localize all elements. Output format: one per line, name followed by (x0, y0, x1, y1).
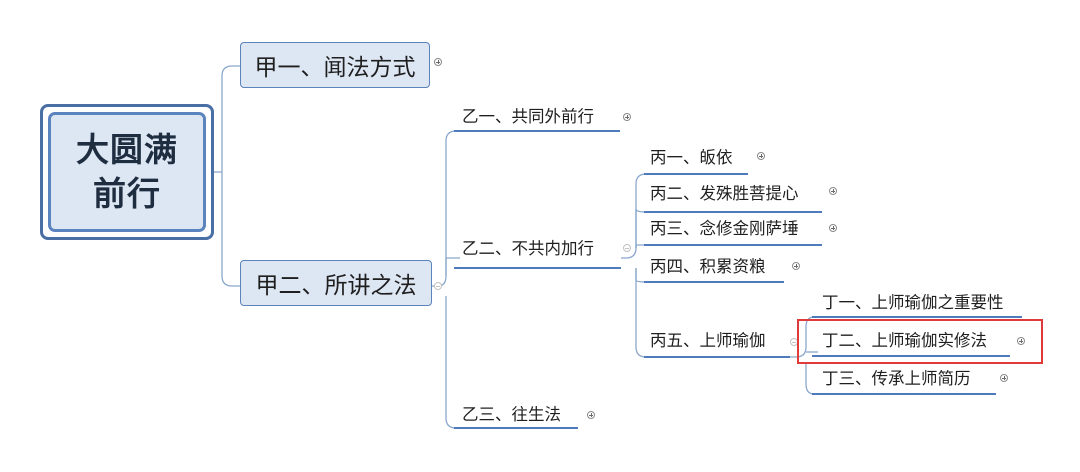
subtopic-ding3[interactable]: 丁三、传承上师简历 (822, 368, 971, 390)
subtopic-label: 乙一、共同外前行 (462, 107, 594, 126)
main-topic-jia1[interactable]: 甲一、闻法方式 (240, 42, 430, 88)
expand-icon[interactable] (587, 411, 595, 419)
subtopic-bing5[interactable]: 丙五、上师瑜伽 (650, 330, 766, 352)
collapse-icon[interactable] (434, 282, 442, 290)
subtopic-label: 乙二、不共内加行 (462, 239, 594, 258)
connector-yi2-bing4 (635, 268, 648, 283)
root-topic-inner: 大圆满 前行 (48, 112, 206, 232)
subtopic-label: 丙二、发殊胜菩提心 (650, 184, 799, 203)
main-topic-label: 甲一、闻法方式 (254, 55, 416, 81)
expand-icon[interactable] (829, 187, 837, 195)
connector-root-jia1 (214, 65, 240, 173)
subtopic-label: 乙三、往生法 (462, 405, 561, 424)
subtopic-yi1[interactable]: 乙一、共同外前行 (462, 106, 594, 128)
subtopic-bing1[interactable]: 丙一、皈依 (650, 147, 733, 169)
subtopic-bing2[interactable]: 丙二、发殊胜菩提心 (650, 183, 799, 205)
expand-icon[interactable] (1000, 374, 1008, 382)
main-topic-jia2[interactable]: 甲二、所讲之法 (240, 260, 432, 306)
subtopic-label: 丙一、皈依 (650, 148, 733, 167)
subtopic-label: 丙三、念修金刚萨埵 (650, 219, 799, 238)
subtopic-label: 丁三、传承上师简历 (822, 369, 971, 388)
expand-icon[interactable] (757, 152, 765, 160)
connector-yi2-bing2 (635, 208, 648, 248)
connector-bing5-ding3 (805, 362, 818, 395)
root-topic-line1: 大圆满 (76, 130, 178, 169)
connector-bing5-ding1 (790, 316, 818, 358)
expand-icon[interactable] (1017, 337, 1025, 345)
subtopic-bing3[interactable]: 丙三、念修金刚萨埵 (650, 218, 799, 240)
subtopic-bing4[interactable]: 丙四、积累资粮 (650, 256, 766, 278)
subtopic-yi2[interactable]: 乙二、不共内加行 (462, 238, 594, 260)
connector-root-jia2 (221, 172, 240, 287)
connector-jia2-yi2 (445, 257, 460, 276)
subtopic-label: 丁一、上师瑜伽之重要性 (822, 293, 1004, 312)
expand-icon[interactable] (434, 58, 442, 66)
main-topic-label: 甲二、所讲之法 (255, 273, 417, 299)
subtopic-label: 丙四、积累资粮 (650, 257, 766, 276)
subtopic-label: 丙五、上师瑜伽 (650, 331, 766, 350)
selection-highlight-box (797, 319, 1043, 364)
expand-icon[interactable] (829, 224, 837, 232)
collapse-icon[interactable] (623, 244, 631, 252)
root-topic[interactable]: 大圆满 前行 (40, 104, 214, 240)
expand-icon[interactable] (623, 113, 631, 121)
root-topic-line2: 前行 (93, 174, 161, 213)
subtopic-ding2[interactable]: 丁二、上师瑜伽实修法 (822, 330, 987, 352)
subtopic-label: 丁二、上师瑜伽实修法 (822, 331, 987, 350)
expand-icon[interactable] (792, 262, 800, 270)
subtopic-yi3[interactable]: 乙三、往生法 (462, 404, 561, 426)
subtopic-ding1[interactable]: 丁一、上师瑜伽之重要性 (822, 292, 1004, 314)
connector-jia2-yi3 (445, 296, 460, 429)
